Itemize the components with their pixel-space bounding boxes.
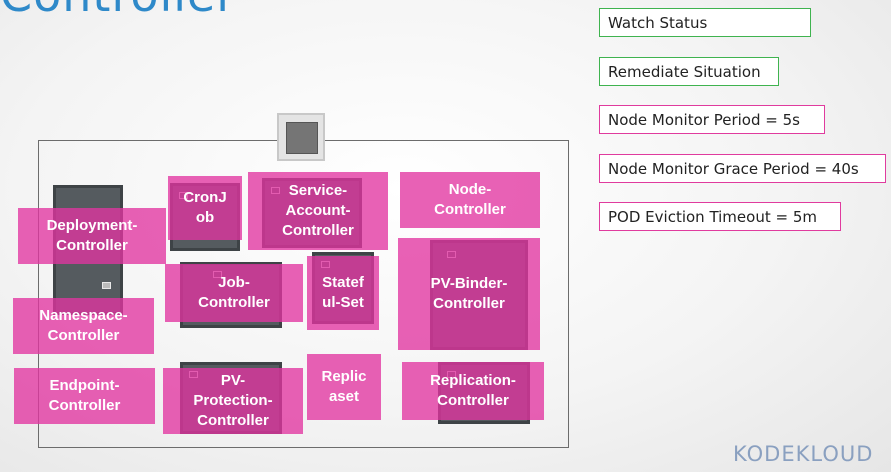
remediate-situation-box: Remediate Situation — [599, 57, 779, 86]
replicaset-controller: Replic aset — [307, 354, 381, 420]
deployment-controller: Deployment- Controller — [18, 208, 166, 264]
cronjob-controller: CronJ ob — [168, 176, 242, 240]
replication-controller: Replication- Controller — [402, 362, 544, 420]
namespace-controller: Namespace- Controller — [13, 298, 154, 354]
master-server-icon — [277, 113, 325, 161]
page-title: Controller — [0, 0, 236, 22]
node-controller: Node- Controller — [400, 172, 540, 228]
service-account-controller: Service- Account- Controller — [248, 172, 388, 250]
endpoint-controller: Endpoint- Controller — [14, 368, 155, 424]
pv-protection-controller: PV- Protection- Controller — [163, 368, 303, 434]
node-monitor-grace-period-box: Node Monitor Grace Period = 40s — [599, 154, 886, 183]
kodekloud-logo: KODEKLOUD — [733, 442, 874, 466]
pv-binder-controller: PV-Binder- Controller — [398, 238, 540, 350]
pod-eviction-timeout-box: POD Eviction Timeout = 5m — [599, 202, 841, 231]
node-monitor-period-box: Node Monitor Period = 5s — [599, 105, 825, 134]
statefulset-controller: Statef ul-Set — [307, 256, 379, 330]
watch-status-box: Watch Status — [599, 8, 811, 37]
job-controller: Job- Controller — [165, 264, 303, 322]
